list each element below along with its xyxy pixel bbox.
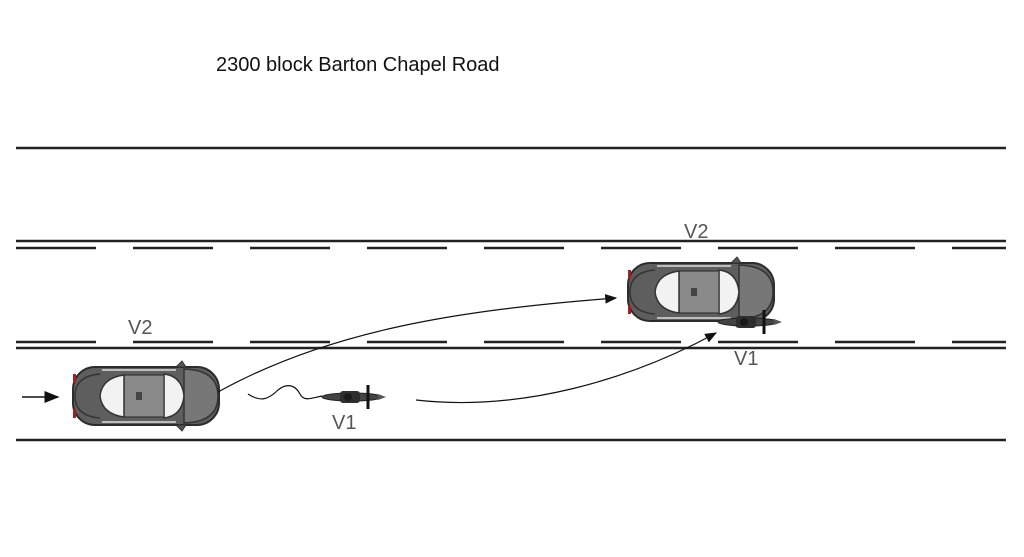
v1-trajectory <box>415 332 718 404</box>
car-topview-icon <box>72 360 220 432</box>
label-v1-initial: V1 <box>332 412 357 434</box>
motorcycle-topview-icon <box>320 383 388 411</box>
label-v1-final: V1 <box>734 348 759 370</box>
label-v2-initial: V2 <box>128 317 153 339</box>
label-v2-final: V2 <box>684 221 709 243</box>
diagram-title: 2300 block Barton Chapel Road <box>216 54 500 76</box>
road <box>16 146 1006 442</box>
v2-trajectory <box>217 294 618 393</box>
motorcycle-wobble-path <box>247 385 323 400</box>
